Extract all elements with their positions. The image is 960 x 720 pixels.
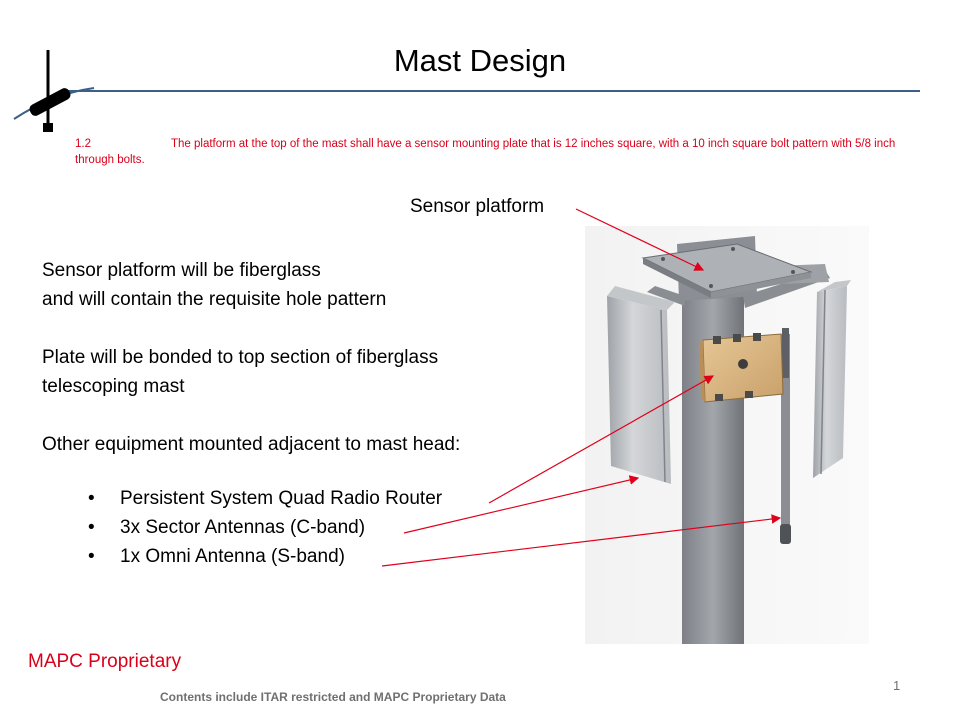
bullet-icon: • (88, 517, 95, 538)
footer-itar-notice: Contents include ITAR restricted and MAP… (160, 690, 506, 704)
body-line: Sensor platform will be fiberglass (42, 260, 321, 281)
title-divider (62, 90, 920, 92)
bullet-icon: • (88, 488, 95, 509)
body-line: telescoping mast (42, 376, 185, 397)
mast-logo-icon (13, 50, 95, 132)
body-text: Sensor platform will be fiberglass and w… (42, 256, 582, 459)
footer-proprietary: MAPC Proprietary (28, 651, 182, 672)
page-title: Mast Design (393, 43, 567, 78)
list-item-label: Persistent System Quad Radio Router (120, 488, 443, 509)
body-line: and will contain the requisite hole patt… (42, 289, 387, 310)
equipment-list: • Persistent System Quad Radio Router • 3x… (88, 484, 442, 571)
bullet-icon: • (88, 546, 95, 567)
list-item: • 3x Sector Antennas (C-band) (88, 513, 442, 542)
list-item: • 1x Omni Antenna (S-band) (88, 542, 442, 571)
list-item-label: 3x Sector Antennas (C-band) (120, 517, 366, 538)
body-line: Plate will be bonded to top section of f… (42, 347, 439, 368)
requirement-body: The platform at the top of the mast shal… (75, 138, 896, 166)
page-number: 1 (893, 678, 901, 693)
body-line: Other equipment mounted adjacent to mast… (42, 434, 461, 455)
list-item: • Persistent System Quad Radio Router (88, 484, 442, 513)
sensor-platform-label: Sensor platform (410, 196, 545, 217)
mast-render-image (585, 226, 869, 644)
requirement-number: 1.2 (75, 138, 91, 150)
list-item-label: 1x Omni Antenna (S-band) (120, 546, 345, 567)
